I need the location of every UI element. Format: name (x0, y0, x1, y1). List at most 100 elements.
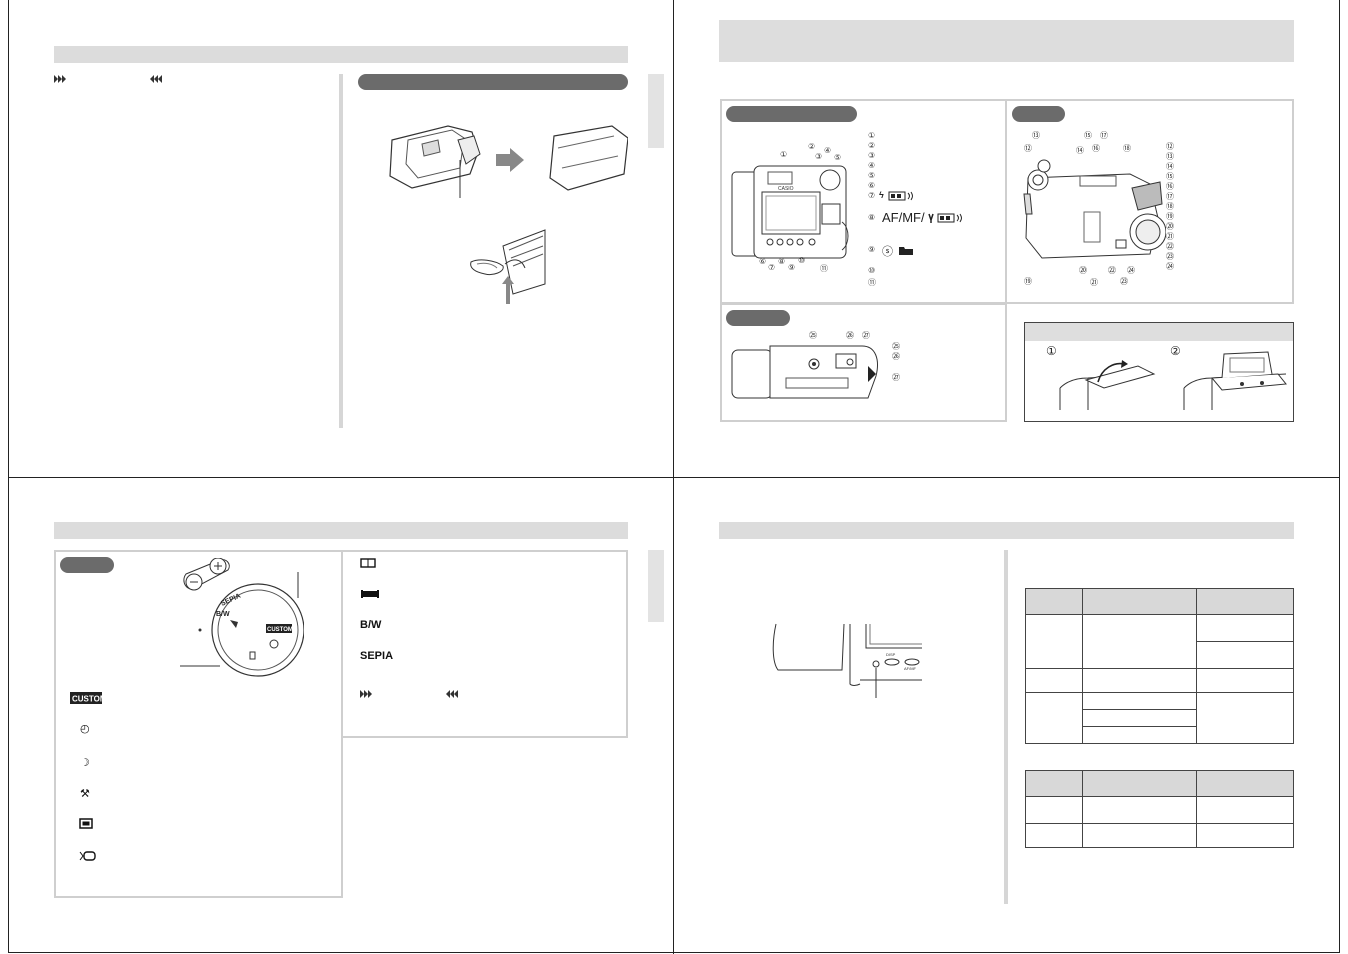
flash-mode-label: ϟ (879, 190, 884, 200)
macro-mode-icon (928, 213, 962, 223)
back-list-number: ⑳ (1166, 222, 1174, 231)
note-marker-icon (360, 690, 458, 698)
back-list-number: ⑱ (1166, 202, 1174, 211)
page-bottom-left: SEPIA B/W CUSTOM CUSTOM ◴ ☽ ⚒ B/W SEPIA (8, 478, 673, 954)
table-cell (1082, 796, 1197, 824)
front-section-pill (726, 106, 857, 122)
back-callout: ⑯ (1092, 144, 1100, 153)
table-cell (1082, 614, 1197, 669)
back-list-number: ⑰ (1166, 192, 1174, 201)
table-cell (1082, 709, 1197, 727)
back-list-number: ⑫ (1166, 142, 1174, 151)
front-list-number: ④ (868, 161, 876, 170)
back-list-number: ㉔ (1166, 262, 1174, 271)
back-callout: ⑰ (1100, 131, 1108, 140)
back-callout: ⑳ (1079, 266, 1087, 275)
front-callout: ② (808, 142, 816, 151)
table-header-cell (1082, 588, 1197, 615)
back-list-number: ㉓ (1166, 252, 1174, 261)
back-callout: ⑱ (1123, 144, 1131, 153)
camera-bottom-illustration (731, 345, 878, 399)
back-list-number: ⑭ (1166, 162, 1174, 171)
table-cell (1082, 823, 1197, 848)
back-section-pill (1012, 106, 1065, 122)
panel-divider (1005, 101, 1007, 302)
table-header-cell (1082, 770, 1197, 797)
page-bottom-right: DISP AF/MF (674, 478, 1340, 954)
cover-open-step1-illustration (1059, 360, 1156, 410)
camera-back-illustration (1023, 159, 1166, 259)
front-list-number: ⑤ (868, 171, 876, 180)
front-list-number: ⑦ (868, 191, 876, 200)
table-cell (1025, 796, 1083, 824)
front-list-number: ② (868, 141, 876, 150)
front-callout: ⑤ (834, 153, 842, 162)
back-callout: ⑮ (1084, 131, 1092, 140)
table-cell (1025, 823, 1083, 848)
back-list-number: ⑲ (1166, 212, 1174, 221)
bottom-list-number: ㉗ (892, 373, 900, 382)
table-cell (1082, 726, 1197, 744)
page-header-bar (719, 522, 1294, 539)
soft-case-illustration (389, 125, 628, 198)
strap-attach-illustration (470, 229, 546, 304)
table-cell (1082, 668, 1197, 693)
folder-icon (899, 247, 913, 255)
table-cell (1196, 796, 1294, 824)
bottom-callout: ㉗ (862, 331, 870, 340)
landscape-icon (79, 851, 96, 861)
page-top-left (8, 0, 673, 477)
front-list-number: ③ (868, 151, 876, 160)
page-header-bar (54, 522, 628, 539)
sports-icon: ⚒ (80, 788, 90, 800)
table-cell (1025, 614, 1083, 669)
sepia-label: SEPIA (360, 650, 394, 662)
back-list-number: ㉒ (1166, 242, 1174, 251)
page-frame (8, 0, 1340, 953)
custom-badge-label: CUSTOM (72, 695, 102, 704)
mode-panel-right (341, 550, 628, 738)
back-callout: ㉔ (1127, 266, 1135, 275)
spec-table-2 (1025, 770, 1294, 848)
front-list-number: ⑨ (868, 245, 876, 254)
cover-step: ① (1046, 344, 1057, 358)
disp-button-label: DISP (886, 652, 896, 657)
back-callout: ㉑ (1090, 278, 1098, 287)
front-callout: ⑥ (759, 257, 767, 266)
mode-dial-illustration: SEPIA B/W CUSTOM (180, 558, 304, 677)
battery-mode-icon (888, 191, 913, 201)
dial-custom-label: CUSTOM (267, 627, 293, 633)
camera-brand-label: CASIO (778, 186, 794, 192)
film-icon (361, 590, 379, 598)
front-list-number: ⑩ (868, 266, 876, 275)
front-callout: ⑦ (768, 263, 776, 272)
table-cell (1196, 692, 1294, 744)
title-bar (719, 20, 1294, 62)
af-mf-button-label: AF/MF (904, 666, 917, 671)
bottom-section-pill (726, 310, 790, 326)
back-list-number: ⑯ (1166, 182, 1174, 191)
page-header-bar (54, 46, 628, 63)
section-pill (358, 74, 628, 90)
front-list-number: ⑥ (868, 181, 876, 190)
bw-label: B/W (360, 619, 382, 631)
cover-box-title-bar (1025, 323, 1293, 341)
front-callout: ④ (824, 146, 832, 155)
back-callout: ⑲ (1024, 277, 1032, 286)
front-callout: ③ (815, 152, 823, 161)
table-cell (1025, 692, 1083, 744)
front-callout: ⑨ (788, 263, 796, 272)
side-tab (648, 74, 664, 148)
back-list-number: ㉑ (1166, 232, 1174, 241)
bottom-callout: ㉕ (809, 331, 817, 340)
front-callout: ⑩ (798, 256, 806, 265)
camera-top-buttons-illustration: DISP AF/MF (772, 623, 922, 698)
bottom-list-number: ㉕ (892, 342, 900, 351)
back-callout: ㉒ (1108, 266, 1116, 275)
table-cell (1025, 668, 1083, 693)
table-header-cell (1025, 588, 1083, 615)
table-header-cell (1196, 588, 1294, 615)
cover-step: ② (1170, 344, 1181, 358)
back-callout: ⑭ (1076, 146, 1084, 155)
bottom-callout: ㉖ (846, 331, 854, 340)
